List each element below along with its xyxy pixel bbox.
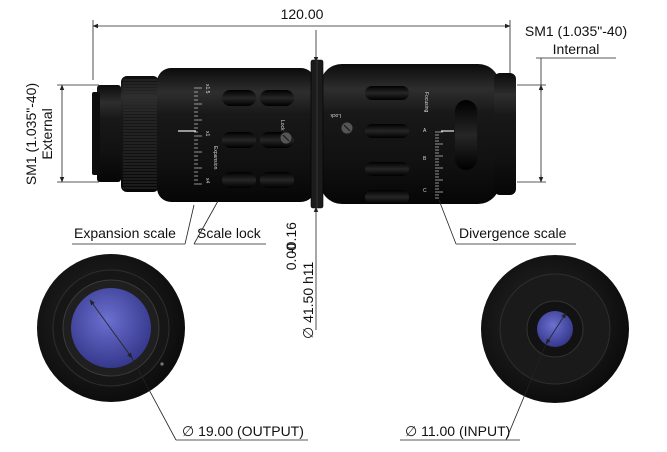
beam-expander-body: x1.5 x1 x4 Expansion Lock Lock Focusing … <box>92 59 516 209</box>
overall-length-label: 120.00 <box>281 6 324 22</box>
input-lens <box>537 311 573 347</box>
expansion-engraving: Expansion <box>212 146 218 170</box>
expansion-scale-engraving: x1.5 x1 x4 Expansion <box>178 84 218 185</box>
external-thread-type: External <box>39 108 55 159</box>
scale-lock-callout: Scale lock <box>193 200 266 245</box>
barrel-groove <box>365 86 409 100</box>
barrel-grooves <box>222 86 477 204</box>
external-thread-spec: SM1 (1.035"-40) <box>23 83 39 185</box>
tube-tolerance-upper: 0.00 <box>283 243 299 270</box>
input-end-view: ∅ 11.00 (INPUT) <box>400 255 629 441</box>
barrel-groove <box>260 90 294 106</box>
diameter-symbol-icon: ∅ <box>182 423 194 439</box>
scale-mark-x1: x1 <box>204 131 210 137</box>
output-nose <box>97 85 121 182</box>
div-mark-a: A <box>423 128 427 134</box>
expansion-scale-label: Expansion scale <box>74 225 176 241</box>
divergence-lock-screw[interactable]: Lock <box>330 112 354 135</box>
overall-length-dimension: 120.00 <box>92 6 511 80</box>
barrel-groove <box>365 190 409 204</box>
scale-mark-x1-5: x1.5 <box>204 84 210 94</box>
output-end-view: ∅ 19.00 (OUTPUT) <box>37 254 308 441</box>
knurl-pattern <box>123 79 157 189</box>
tube-tolerance-lower: -0.16 <box>283 222 299 254</box>
barrel-groove <box>455 100 477 170</box>
barrel-groove <box>222 132 256 148</box>
input-diameter-label: ∅ 11.00 (INPUT) <box>405 423 510 439</box>
barrel-groove <box>365 162 409 176</box>
tube-diameter-dimension: 0.00 -0.16 ∅ 41.50 h11 <box>283 30 319 339</box>
focusing-engraving: Focusing <box>423 92 429 113</box>
divergence-scale-callout: Divergence scale <box>438 199 576 245</box>
diameter-symbol-icon: ∅ <box>300 327 316 339</box>
internal-thread-dimension: SM1 (1.035"-40) Internal <box>517 23 627 183</box>
barrel-groove <box>222 90 256 106</box>
divergence-scale-label: Divergence scale <box>459 225 567 241</box>
expansion-scale-callout: Expansion scale <box>72 204 195 245</box>
input-end <box>494 73 516 195</box>
divergence-scale-engraving: Focusing A B C <box>423 92 454 199</box>
div-mark-c: C <box>423 188 427 194</box>
lock-engraving-right: Lock <box>330 112 341 118</box>
external-thread-dimension: SM1 (1.035"-40) External <box>23 83 99 185</box>
barrel-groove <box>365 124 409 138</box>
scale-lock-label: Scale lock <box>197 225 262 241</box>
tube-diameter-label: ∅ 41.50 h11 <box>300 261 316 339</box>
lock-engraving-left: Lock <box>279 120 285 131</box>
scale-lock-screw[interactable]: Lock <box>279 120 293 145</box>
diameter-symbol-icon: ∅ <box>405 423 417 439</box>
div-mark-b: B <box>423 156 427 162</box>
output-diameter-label: ∅ 19.00 (OUTPUT) <box>182 423 304 439</box>
output-lens <box>71 288 151 368</box>
internal-thread-spec: SM1 (1.035"-40) <box>525 23 627 39</box>
scale-mark-x4: x4 <box>204 178 210 184</box>
barrel-groove <box>222 172 256 188</box>
internal-thread-type: Internal <box>553 41 600 57</box>
barrel-groove <box>260 172 294 188</box>
